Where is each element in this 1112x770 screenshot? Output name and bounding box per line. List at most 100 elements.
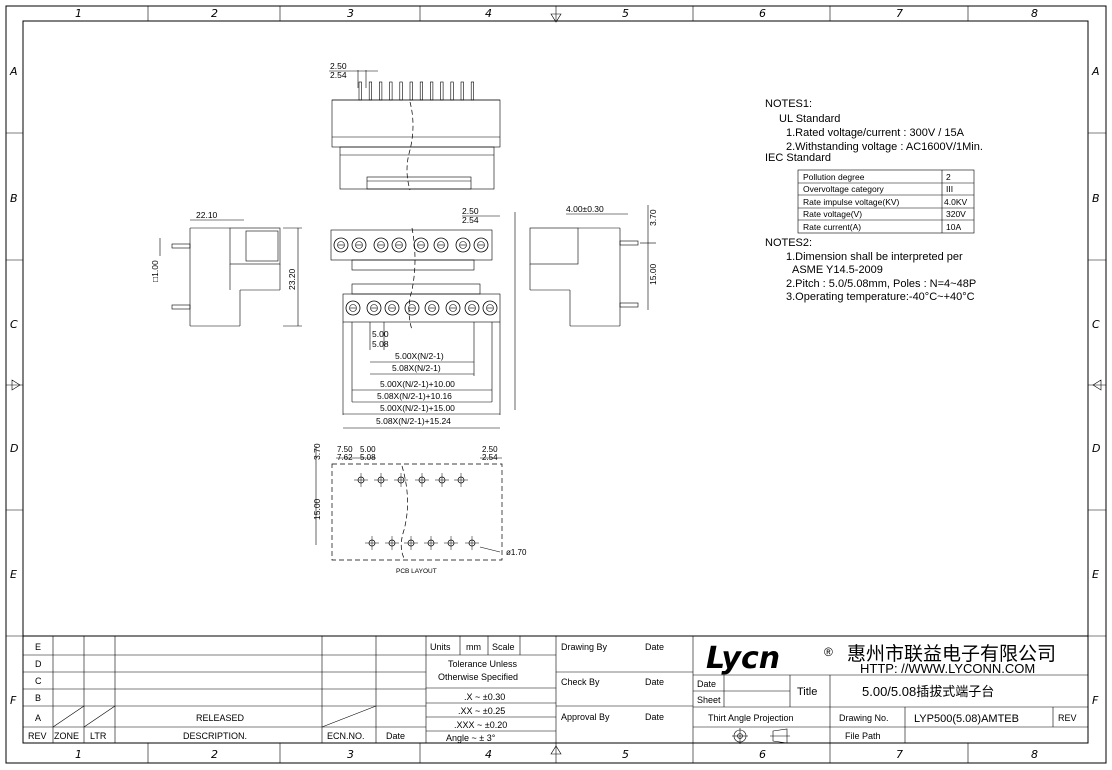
dim-text: 5.00X(N/2-1)+10.00 <box>380 379 455 389</box>
row-label: B <box>1092 192 1100 205</box>
dim-text: 4.00±0.30 <box>566 204 604 214</box>
tolerance-angle: Angle ~ ± 3° <box>446 733 496 743</box>
notes1: NOTES1: UL Standard 1.Rated voltage/curr… <box>765 98 983 164</box>
notes2-line1: 1.Dimension shall be interpreted per <box>786 251 963 263</box>
col-label: 6 <box>759 748 766 761</box>
pin <box>450 81 454 101</box>
dim-text: 5.08 <box>360 453 376 462</box>
drawing-by-label: Drawing By <box>561 642 608 652</box>
dim-text: ø1.70 <box>506 548 527 557</box>
col-label: 8 <box>1031 7 1038 20</box>
row-label: A <box>9 65 18 78</box>
pin <box>460 81 464 101</box>
notes2-line3: 3.Operating temperature:-40°C~+40°C <box>786 291 975 303</box>
dim-text: 5.08X(N/2-1) <box>392 363 441 373</box>
dim-text: 22.10 <box>196 210 218 220</box>
dim-text: 23.20 <box>287 268 297 290</box>
col-label: 8 <box>1031 748 1038 761</box>
row-label: E <box>10 568 17 581</box>
col-label: 4 <box>485 748 492 761</box>
pin <box>399 81 403 101</box>
rev-row: D <box>35 659 42 669</box>
row-label: C <box>10 318 18 331</box>
row-label: D <box>10 442 18 455</box>
released-text: RELEASED <box>196 713 245 723</box>
pin <box>368 81 373 101</box>
rev-row: A <box>35 713 41 723</box>
col-label: 3 <box>347 7 354 20</box>
tolerance-xxx: .XXX ~ ±0.20 <box>454 720 507 730</box>
rev-row: B <box>35 693 41 703</box>
table-cell: Rate voltage(V) <box>803 209 862 219</box>
pin <box>430 81 434 101</box>
dim-text: □1.00 <box>150 260 160 282</box>
dim-text: 2.50 <box>482 445 498 454</box>
pcb-layout-label: PCB LAYOUT <box>396 568 437 575</box>
col-label: 5 <box>622 748 629 761</box>
row-label: C <box>1092 318 1100 331</box>
column-labels: 1 2 3 4 5 6 7 8 1 2 3 4 5 6 7 8 <box>75 7 1038 761</box>
rev-row: E <box>35 642 41 652</box>
check-by-label: Check By <box>561 677 600 687</box>
pin <box>440 81 444 101</box>
dim-text: 7.62 <box>337 453 353 462</box>
notes1-line2: 2.Withstanding voltage : AC1600V/1Min. <box>786 141 983 153</box>
notes1-title: NOTES1: <box>765 98 812 110</box>
dim-text: 5.00 <box>360 445 376 454</box>
approval-by-date-label: Date <box>645 712 664 722</box>
check-by-date-label: Date <box>645 677 664 687</box>
dim-text: 5.08X(N/2-1)+15.24 <box>376 416 451 426</box>
scale-label: Scale <box>492 642 515 652</box>
projection-label: Thirt Angle Projection <box>708 713 794 723</box>
pin <box>389 81 393 101</box>
file-path-label: File Path <box>845 731 881 741</box>
top-view: 2.50 2.54 <box>329 61 501 191</box>
table-cell: 2 <box>946 172 951 182</box>
notes1-iec: IEC Standard <box>765 152 831 164</box>
company-name: 惠州市联益电子有限公司 <box>847 643 1056 665</box>
dim-text: 7.50 <box>337 445 353 454</box>
table-cell: 4.0KV <box>944 197 967 207</box>
center-mark-right <box>1092 379 1102 391</box>
frame-ticks <box>6 6 1106 763</box>
row-label: F <box>1092 694 1099 707</box>
dim-text: 2.54 <box>482 453 498 462</box>
dim-text: 5.00 <box>372 329 389 339</box>
table-cell: 320V <box>946 209 966 219</box>
projection-symbol-icon <box>732 728 790 744</box>
dim-text: 3.70 <box>312 443 322 460</box>
dim-text: 2.54 <box>462 215 479 225</box>
dim-text: 3.70 <box>648 209 658 226</box>
row-label: B <box>10 192 18 205</box>
dim-text: 5.08 <box>372 339 389 349</box>
tolerance-x: .X ~ ±0.30 <box>464 692 505 702</box>
center-mark-top <box>550 13 562 23</box>
notes2: NOTES2: 1.Dimension shall be interpreted… <box>765 237 976 303</box>
row-label: F <box>10 694 17 707</box>
approval-by-label: Approval By <box>561 712 610 722</box>
table-cell: Pollution degree <box>803 172 865 182</box>
table-cell: Overvoltage category <box>803 184 885 194</box>
center-mark-left <box>11 379 21 391</box>
col-label: 5 <box>622 7 629 20</box>
col-label: 2 <box>211 7 218 20</box>
notes1-line1: 1.Rated voltage/current : 300V / 15A <box>786 127 965 139</box>
col-header-ecn: ECN.NO. <box>327 731 365 741</box>
front-view: 2.50 2.54 5.00 5.08 5.00X(N/2-1) 5.08X(N… <box>330 206 516 429</box>
units-label: Units <box>430 642 451 652</box>
col-label: 7 <box>896 7 903 20</box>
col-header-ltr: LTR <box>90 731 107 741</box>
dim-text: 2.54 <box>330 70 347 80</box>
date-label: Date <box>697 679 716 689</box>
rev-row: C <box>35 676 42 686</box>
pcb-layout: 3.70 7.50 7.62 5.00 5.08 2.50 2.54 15.00… <box>312 443 527 575</box>
col-label: 6 <box>759 7 766 20</box>
dim-text: 2.50 <box>462 206 479 216</box>
notes2-line2: 2.Pitch : 5.0/5.08mm, Poles : N=4~48P <box>786 278 976 290</box>
pin <box>419 81 424 101</box>
dim-text: 15.00 <box>312 498 322 520</box>
sheet-label: Sheet <box>697 695 721 705</box>
col-header-rev: REV <box>28 731 47 741</box>
col-label: 4 <box>485 7 492 20</box>
table-cell: Rate current(A) <box>803 222 861 232</box>
